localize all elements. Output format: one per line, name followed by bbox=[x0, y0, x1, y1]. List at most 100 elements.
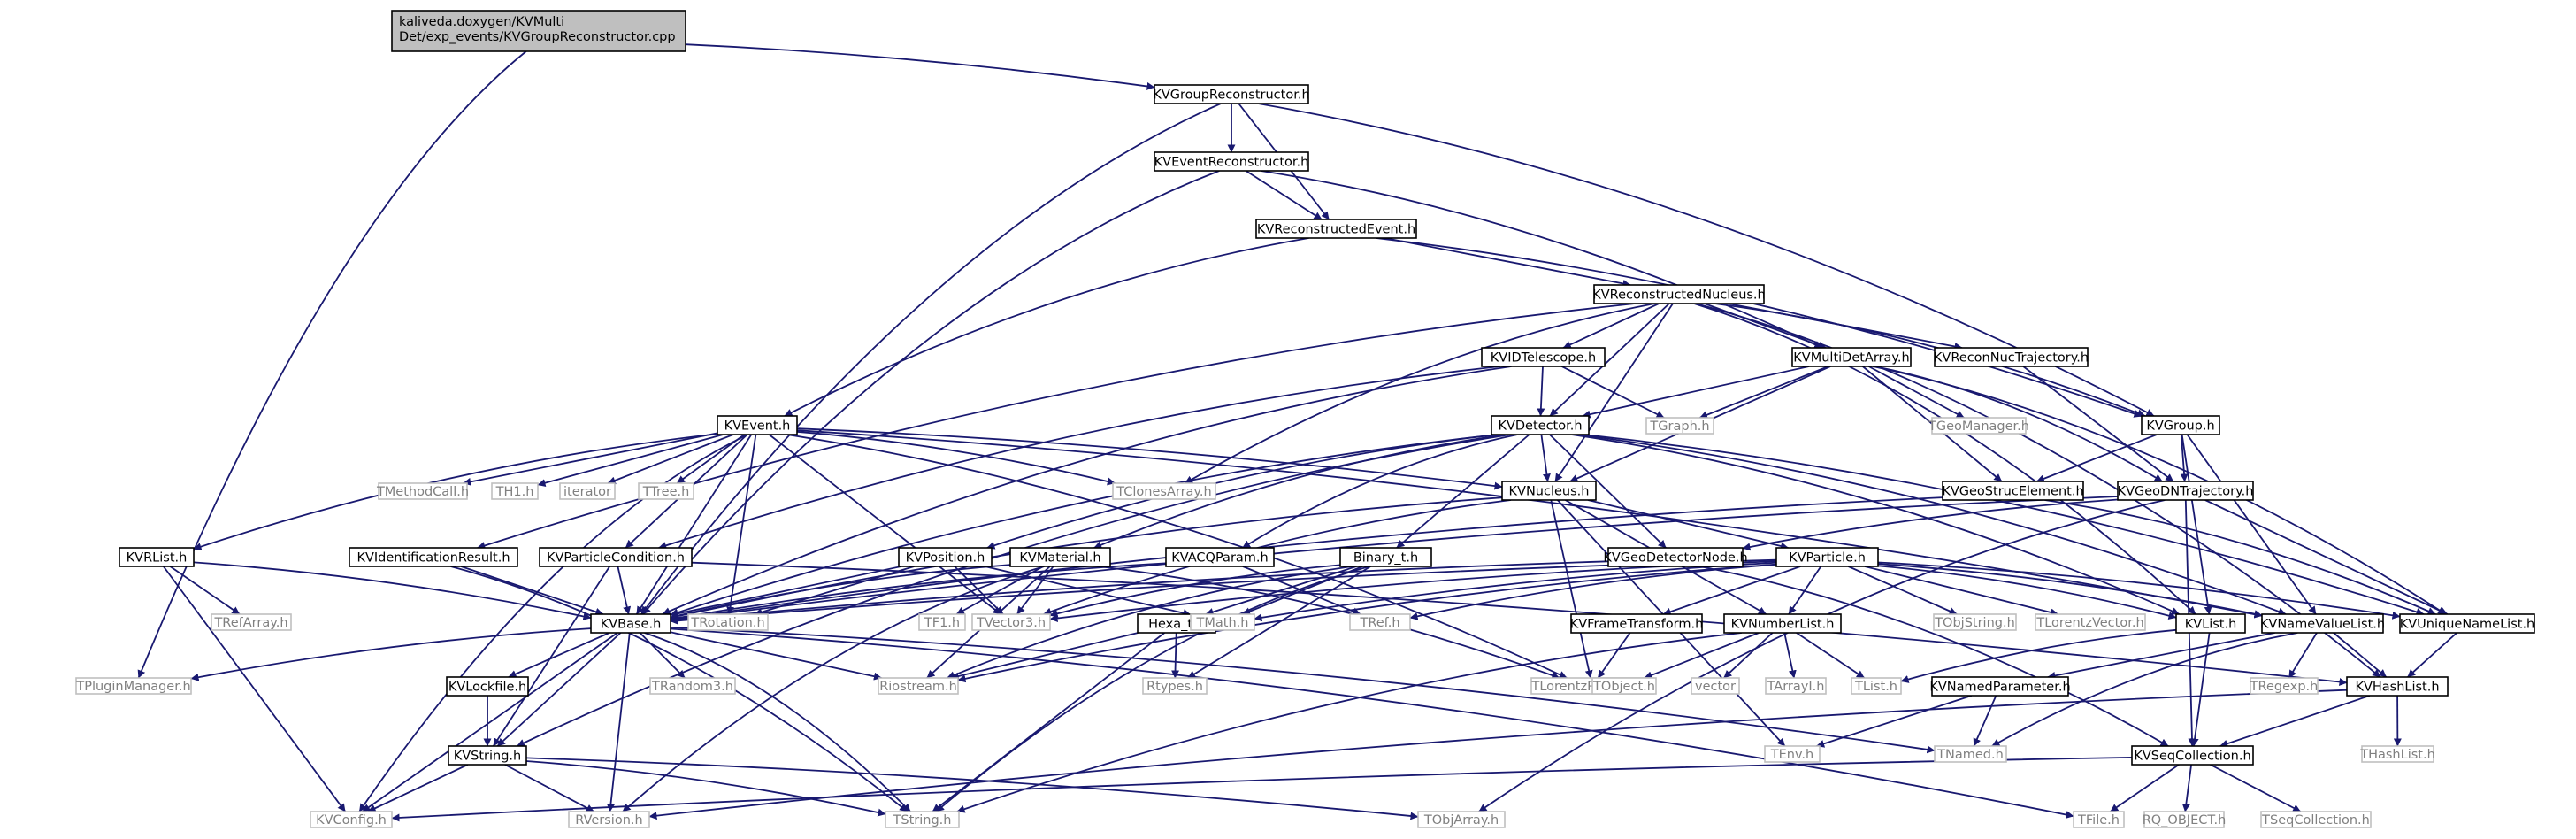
edge-base-to-tpluginmanager bbox=[190, 627, 592, 681]
node-groupRecon-box[interactable] bbox=[1154, 84, 1309, 104]
node-geoStruc-box[interactable] bbox=[1942, 481, 2084, 501]
edge-geoDetNode-to-base bbox=[670, 560, 1609, 625]
node-trandom3-label-0: TRandom3.h bbox=[651, 680, 733, 694]
node-numberList[interactable]: KVNumberList.h bbox=[1723, 613, 1842, 634]
node-material[interactable]: KVMaterial.h bbox=[1009, 547, 1111, 567]
node-nameValueList-box[interactable] bbox=[2261, 613, 2384, 634]
node-binary[interactable]: Binary_t.h bbox=[1339, 547, 1432, 567]
node-lockfile-box[interactable] bbox=[446, 676, 529, 697]
node-hashList-box[interactable] bbox=[2346, 676, 2449, 697]
node-tlorentzvector-box bbox=[2035, 613, 2146, 631]
node-partCond[interactable]: KVParticleCondition.h bbox=[539, 547, 693, 567]
node-kvlist[interactable]: KVList.h bbox=[2175, 613, 2246, 634]
node-kvlist-box[interactable] bbox=[2175, 613, 2246, 634]
node-particle[interactable]: KVParticle.h bbox=[1775, 547, 1879, 567]
node-partCond-box[interactable] bbox=[539, 547, 693, 567]
edge-detector-to-geoDetNode bbox=[1549, 434, 1667, 549]
node-tlorentzvector: TLorentzVector.h bbox=[2035, 613, 2146, 631]
node-namedParam[interactable]: KVNamedParameter.h bbox=[1929, 676, 2071, 697]
node-numberList-box[interactable] bbox=[1723, 613, 1842, 634]
node-material-box[interactable] bbox=[1009, 547, 1111, 567]
node-eventRecon-box[interactable] bbox=[1154, 151, 1309, 172]
edge-event-to-trotation bbox=[726, 434, 757, 615]
node-namedParam-label-0: KVNamedParameter.h bbox=[1929, 681, 2070, 695]
node-groupRecon[interactable]: KVGroupReconstructor.h bbox=[1153, 84, 1310, 104]
node-reconEvent[interactable]: KVReconstructedEvent.h bbox=[1255, 219, 1417, 239]
node-geoDetNode-box[interactable] bbox=[1607, 547, 1744, 567]
node-tmethodcall-label-0: TMethodCall.h bbox=[376, 485, 469, 499]
node-reconNucleus-box[interactable] bbox=[1593, 284, 1765, 304]
node-rlist[interactable]: KVRList.h bbox=[119, 547, 195, 567]
node-acqParam-box[interactable] bbox=[1165, 547, 1275, 567]
node-idResult[interactable]: KVIdentificationResult.h bbox=[349, 547, 518, 567]
node-event[interactable]: KVEvent.h bbox=[717, 415, 798, 435]
node-geoStruc[interactable]: KVGeoStrucElement.h bbox=[1942, 481, 2084, 501]
edge-geoStruc-to-base bbox=[670, 496, 1944, 623]
node-rtypes-label-0: Rtypes.h bbox=[1146, 680, 1203, 694]
node-base[interactable]: KVBase.h bbox=[590, 613, 671, 634]
edge-base-to-tstring bbox=[644, 632, 911, 812]
edge-event-to-nucleus bbox=[796, 427, 1503, 490]
node-seqCollection-box[interactable] bbox=[2131, 745, 2254, 766]
node-thashlist-label-0: THashList.h bbox=[2359, 748, 2435, 762]
node-nucleus-box[interactable] bbox=[1501, 481, 1597, 501]
node-uniqueNameList-box[interactable] bbox=[2399, 613, 2535, 634]
edge-hexa-to-tstring bbox=[932, 632, 1165, 812]
node-reconNucTraj[interactable]: KVReconNucTrajectory.h bbox=[1934, 347, 2089, 367]
node-seqCollection-label-0: KVSeqCollection.h bbox=[2134, 750, 2250, 764]
node-lockfile[interactable]: KVLockfile.h bbox=[446, 676, 529, 697]
node-event-box[interactable] bbox=[717, 415, 798, 435]
node-reconNucTraj-box[interactable] bbox=[1934, 347, 2089, 367]
node-uniqueNameList[interactable]: KVUniqueNameList.h bbox=[2399, 613, 2535, 634]
node-multiDet[interactable]: KVMultiDetArray.h bbox=[1791, 347, 1912, 367]
node-particle-box[interactable] bbox=[1775, 547, 1879, 567]
edge-numberList-to-tlist bbox=[1796, 632, 1865, 679]
node-geoDetNode[interactable]: KVGeoDetectorNode.h bbox=[1603, 547, 1748, 567]
node-geoDetNode-label-0: KVGeoDetectorNode.h bbox=[1603, 551, 1747, 566]
node-idTelescope[interactable]: KVIDTelescope.h bbox=[1481, 347, 1606, 367]
node-geoDNTraj[interactable]: KVGeoDNTrajectory.h bbox=[2117, 481, 2254, 501]
node-root[interactable]: kaliveda.doxygen/KVMultiDet/exp_events/K… bbox=[391, 10, 686, 52]
edge-reconNucleus-to-idTelescope bbox=[1562, 303, 1660, 349]
node-idTelescope-box[interactable] bbox=[1481, 347, 1606, 367]
node-trotation: TRotation.h bbox=[687, 613, 769, 631]
edge-rlist-to-kvconfig bbox=[163, 566, 347, 812]
edge-geoStruc-to-uniqueNameList bbox=[2044, 499, 2436, 615]
node-namedParam-box[interactable] bbox=[1931, 676, 2069, 697]
edge-particle-to-nameValueList bbox=[1877, 563, 2263, 619]
node-acqParam[interactable]: KVACQParam.h bbox=[1165, 547, 1275, 567]
node-base-box[interactable] bbox=[590, 613, 671, 634]
node-group[interactable]: KVGroup.h bbox=[2141, 415, 2220, 435]
node-nucleus[interactable]: KVNucleus.h bbox=[1501, 481, 1597, 501]
node-hashList[interactable]: KVHashList.h bbox=[2346, 676, 2449, 697]
node-nameValueList[interactable]: KVNameValueList.h bbox=[2260, 613, 2385, 634]
node-seqCollection[interactable]: KVSeqCollection.h bbox=[2131, 745, 2254, 766]
node-frameTransform[interactable]: KVFrameTransform.h bbox=[1570, 613, 1704, 634]
node-eventRecon[interactable]: KVEventReconstructor.h bbox=[1154, 151, 1309, 172]
node-reconNucleus-label-0: KVReconstructedNucleus.h bbox=[1592, 289, 1765, 303]
node-detector-box[interactable] bbox=[1491, 415, 1590, 435]
node-position-box[interactable] bbox=[898, 547, 993, 567]
edge-seqCollection-to-kvconfig bbox=[391, 757, 2133, 822]
edge-seqCollection-to-rqobject bbox=[2181, 764, 2192, 812]
node-geoDNTraj-box[interactable] bbox=[2117, 481, 2254, 501]
node-detector[interactable]: KVDetector.h bbox=[1491, 415, 1590, 435]
node-rlist-box[interactable] bbox=[119, 547, 195, 567]
node-string-box[interactable] bbox=[448, 745, 527, 766]
node-root-box[interactable] bbox=[391, 10, 686, 52]
edge-kvlist-to-tlist bbox=[1900, 628, 2177, 683]
node-frameTransform-box[interactable] bbox=[1570, 613, 1703, 634]
node-multiDet-label-0: KVMultiDetArray.h bbox=[1793, 351, 1909, 366]
node-multiDet-box[interactable] bbox=[1791, 347, 1912, 367]
node-group-box[interactable] bbox=[2141, 415, 2220, 435]
node-trefarray: TRefArray.h bbox=[211, 613, 292, 631]
node-reconNucleus[interactable]: KVReconstructedNucleus.h bbox=[1592, 284, 1766, 304]
node-binary-box[interactable] bbox=[1339, 547, 1432, 567]
node-idResult-box[interactable] bbox=[349, 547, 518, 567]
edge-binary-to-rtypes bbox=[1187, 566, 1371, 679]
edge-string-to-rversion bbox=[504, 764, 594, 812]
node-position[interactable]: KVPosition.h bbox=[898, 547, 993, 567]
node-reconEvent-box[interactable] bbox=[1255, 219, 1417, 239]
node-string[interactable]: KVString.h bbox=[448, 745, 527, 766]
